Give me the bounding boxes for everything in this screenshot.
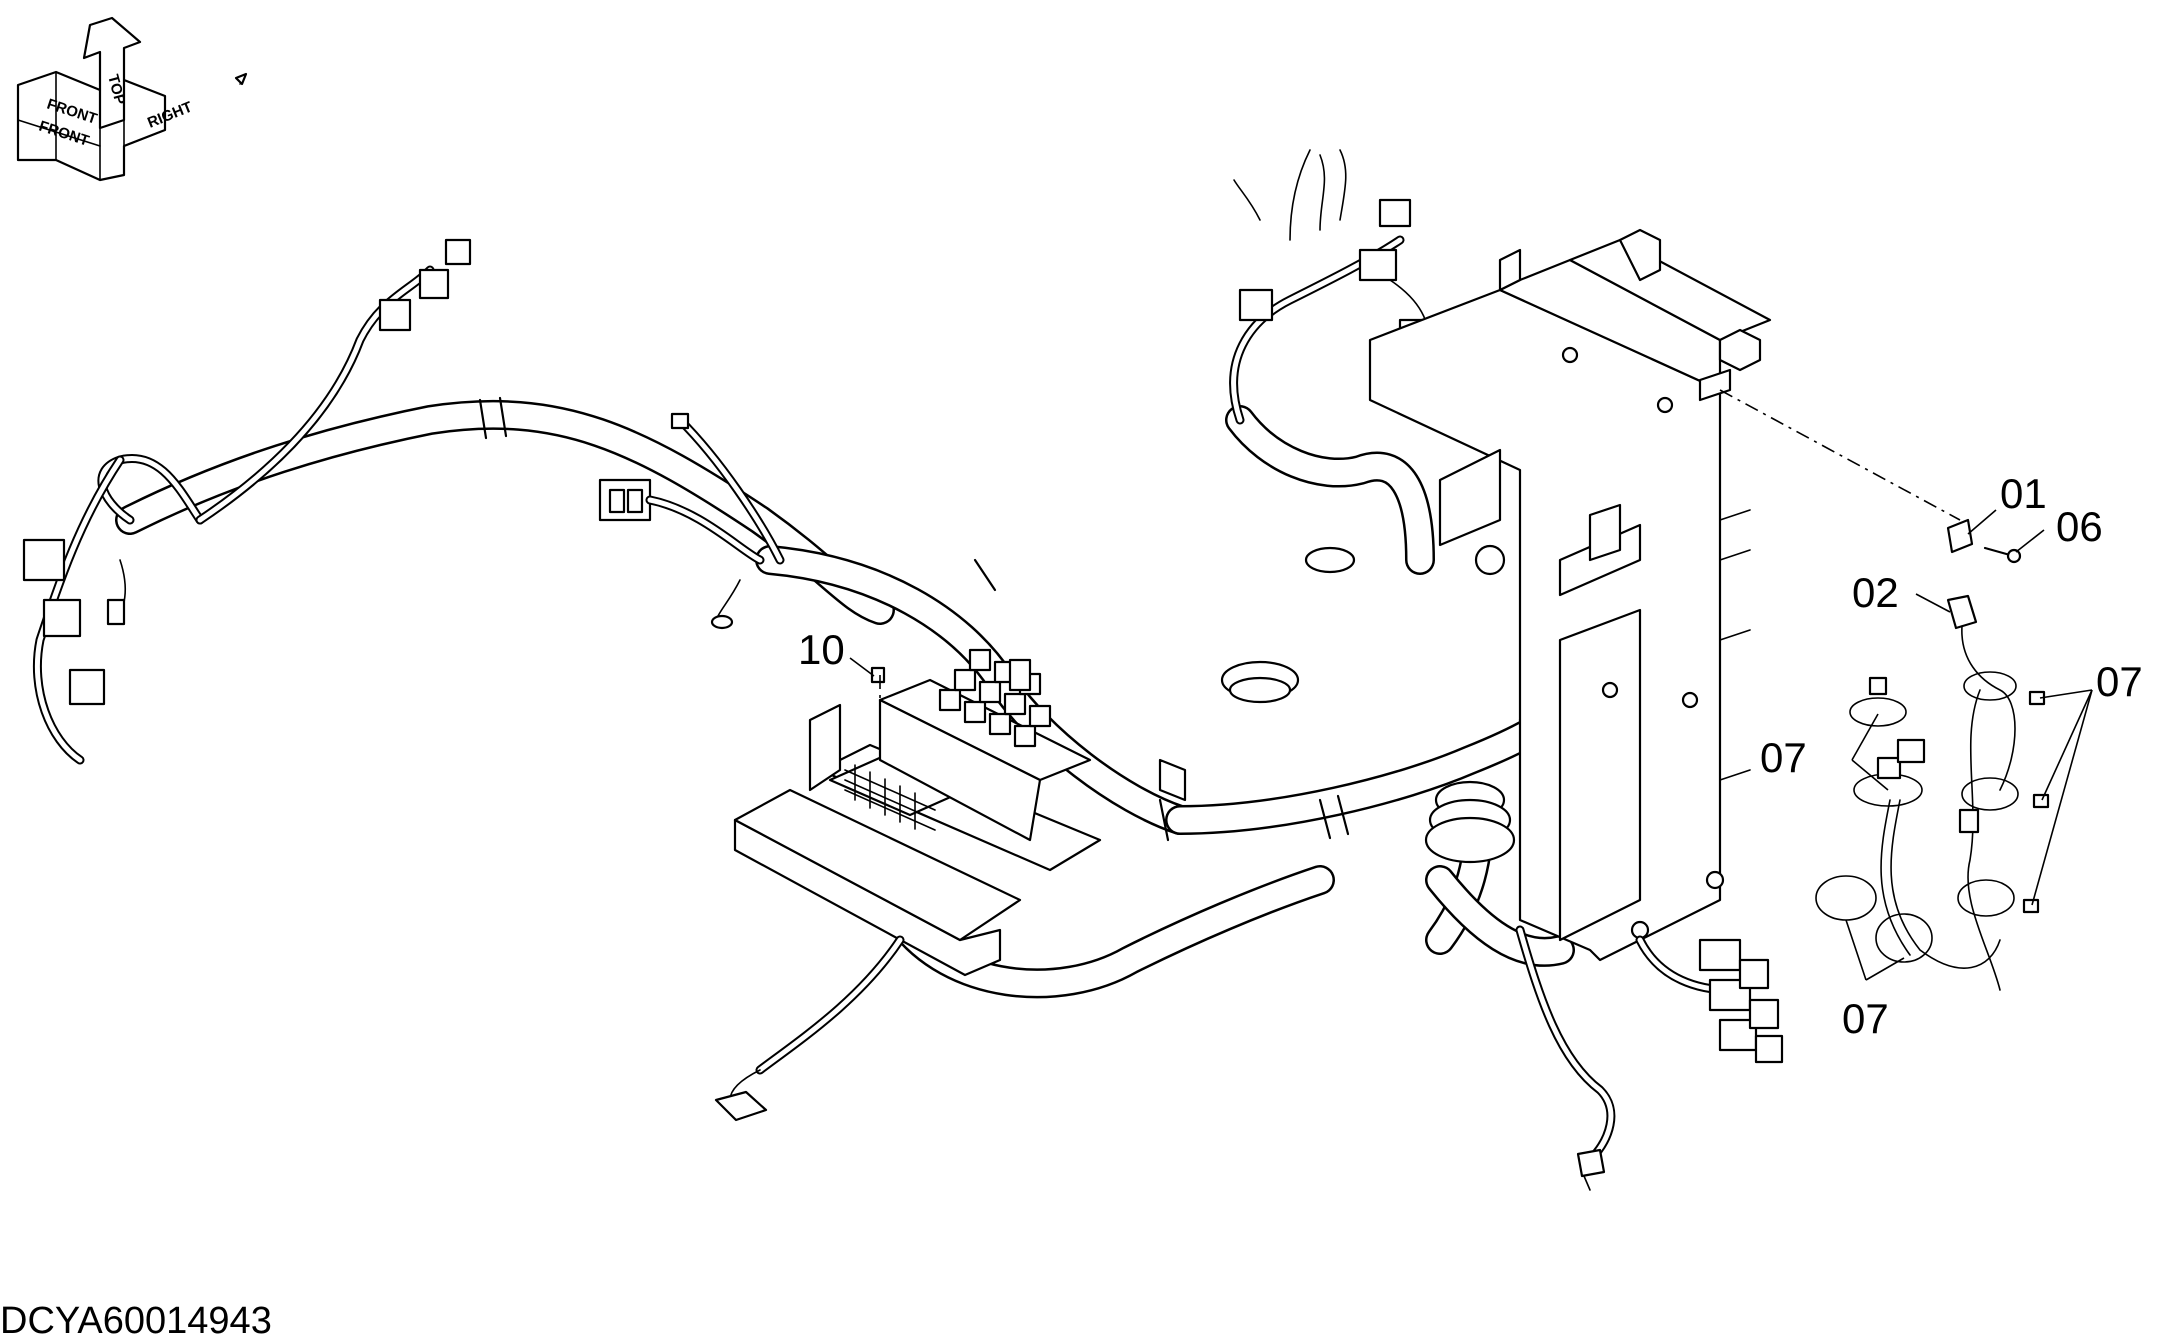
callout-01: 01 — [2000, 470, 2047, 517]
fuse-box-assembly — [733, 648, 1187, 977]
callout-07-bottom: 07 — [1842, 995, 1889, 1042]
lower-right-pigtail — [1515, 925, 1616, 1191]
callout-06: 06 — [2056, 503, 2103, 550]
callout-02: 02 — [1852, 569, 1899, 616]
grommets — [1220, 544, 1516, 864]
callout-07-right: 07 — [2096, 658, 2143, 705]
screw-part-06 — [2006, 548, 2022, 564]
callout-07-left: 07 — [1760, 734, 1807, 781]
left-harness-branch — [22, 238, 472, 765]
document-id: DCYA60014943 — [0, 1300, 272, 1342]
mounting-frame — [1368, 228, 1772, 962]
orientation-indicator: FRONT FRONT TOP RIGHT — [16, 16, 248, 182]
holder-part-02 — [1946, 594, 1978, 630]
exploded-parts — [1815, 518, 2050, 991]
cable-ties-part-07 — [1815, 671, 2050, 991]
callout-leaders — [849, 509, 2093, 981]
fuse-strip — [844, 764, 936, 831]
center-connectors — [598, 412, 785, 630]
clip-part-01 — [1946, 518, 1974, 554]
explode-lines — [879, 389, 1961, 760]
callout-10: 10 — [798, 626, 845, 673]
lower-left-pigtail — [714, 935, 905, 1122]
lower-right-connectors — [1635, 935, 1784, 1064]
